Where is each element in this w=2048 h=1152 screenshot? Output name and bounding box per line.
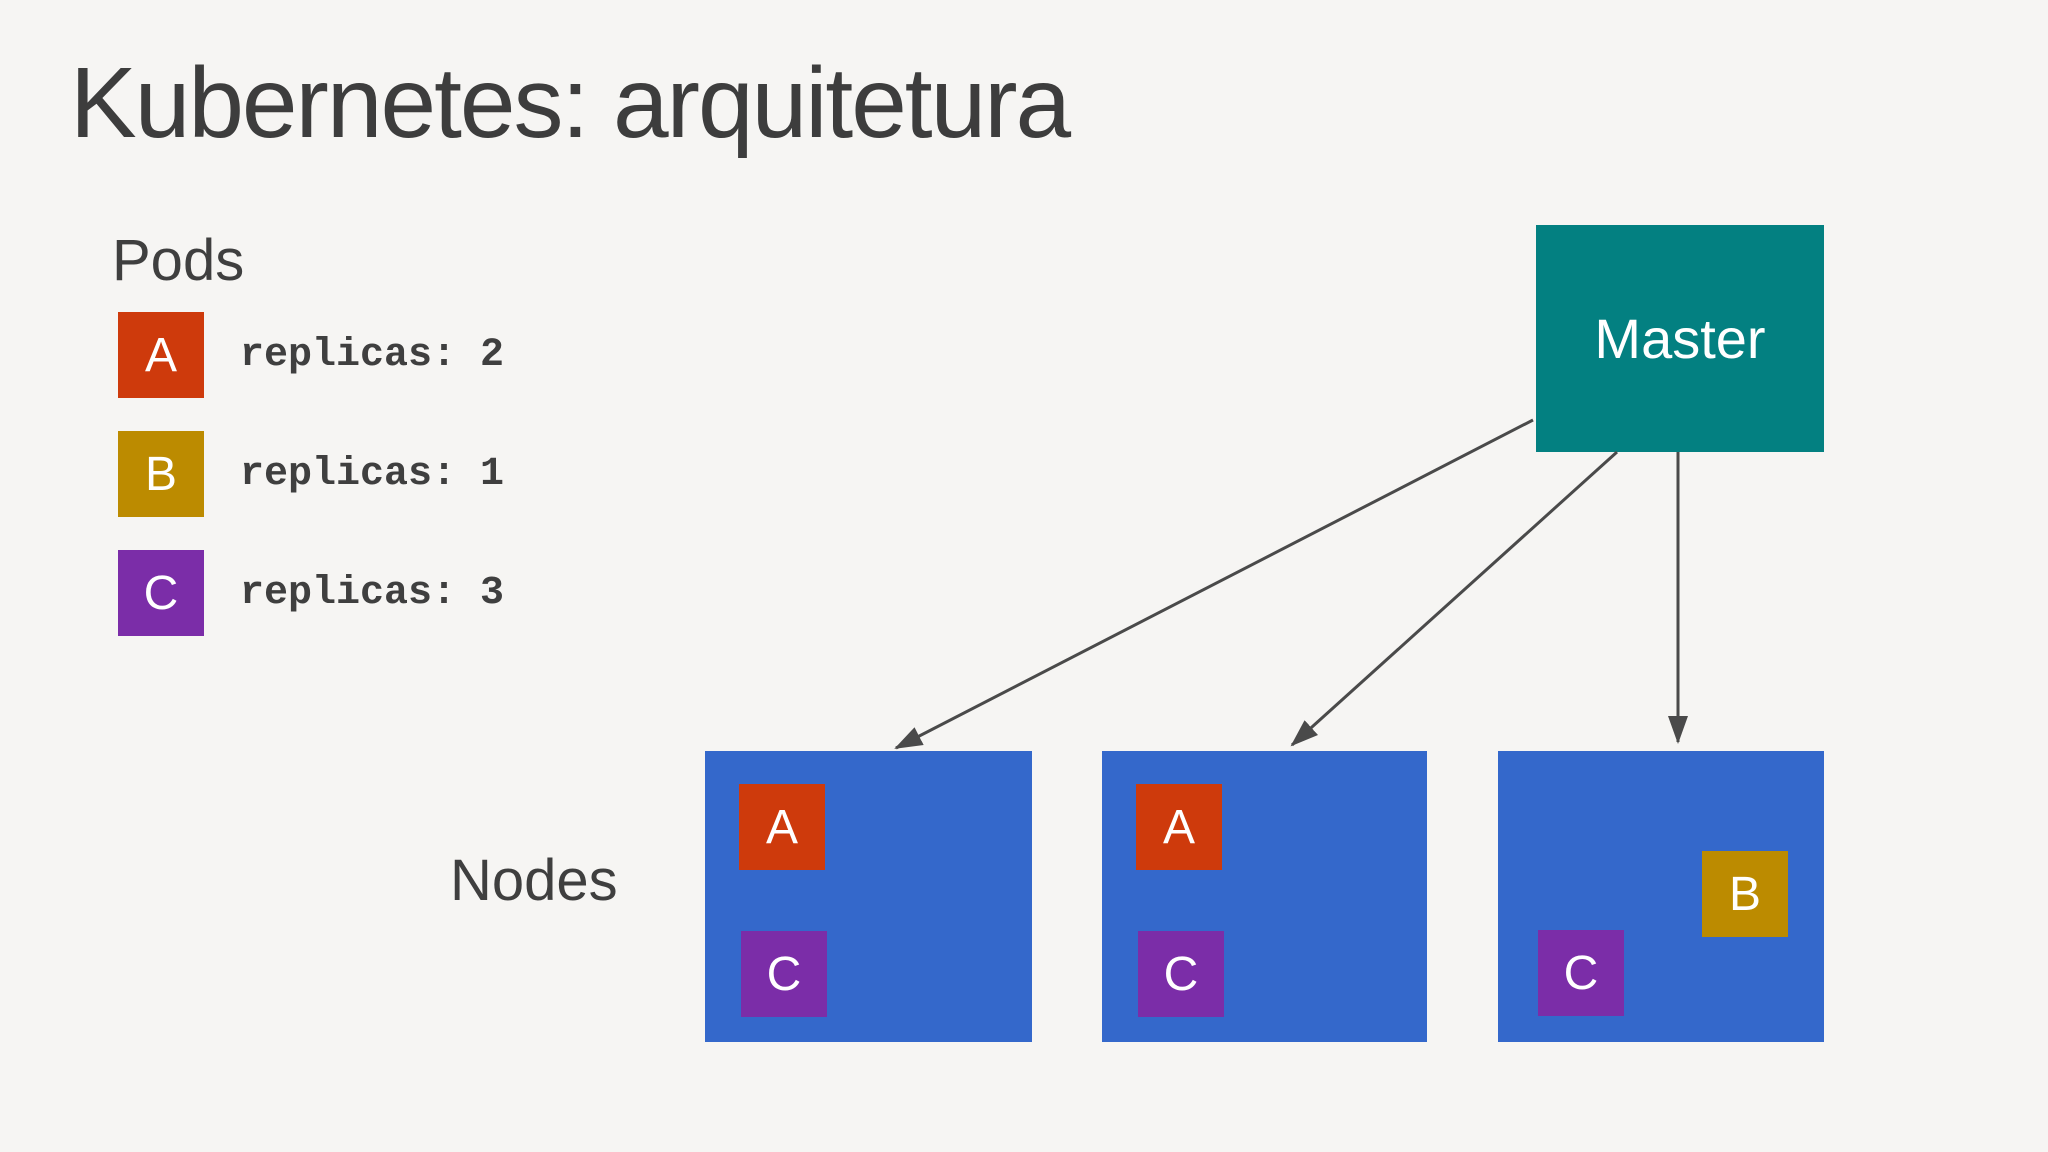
legend-row-pod-a: A replicas: 2 — [118, 312, 504, 398]
node-1-pod-c: C — [741, 931, 827, 1017]
node-1-box: A C — [705, 751, 1032, 1042]
pod-b-replicas-text: replicas: 1 — [240, 451, 505, 497]
nodes-heading: Nodes — [450, 848, 618, 913]
pod-b-swatch: B — [118, 431, 204, 517]
node-3-pod-c: C — [1538, 930, 1624, 1016]
pod-c-swatch: C — [118, 550, 204, 636]
pod-c-replicas-text: replicas: 3 — [240, 570, 505, 616]
pods-legend-rows: A replicas: 2 B replicas: 1 C replicas: … — [112, 312, 504, 636]
pod-a-replicas-text: replicas: 2 — [240, 332, 505, 378]
node-3-box: B C — [1498, 751, 1824, 1042]
legend-row-pod-c: C replicas: 3 — [118, 550, 504, 636]
node-2-pod-c: C — [1138, 931, 1224, 1017]
pods-legend-heading: Pods — [112, 228, 245, 293]
pods-legend: Pods A replicas: 2 B replicas: 1 C repli… — [112, 232, 504, 669]
node-1-pod-a: A — [739, 784, 825, 870]
legend-row-pod-b: B replicas: 1 — [118, 431, 504, 517]
slide-title: Kubernetes: arquitetura — [70, 47, 1071, 159]
node-2-pod-a: A — [1136, 784, 1222, 870]
node-3-pod-b: B — [1702, 851, 1788, 937]
arrow-master-to-node-2 — [1290, 450, 1619, 747]
arrow-master-to-node-1 — [894, 418, 1534, 750]
pod-a-swatch: A — [118, 312, 204, 398]
node-2-box: A C — [1102, 751, 1427, 1042]
master-box: Master — [1536, 225, 1824, 452]
